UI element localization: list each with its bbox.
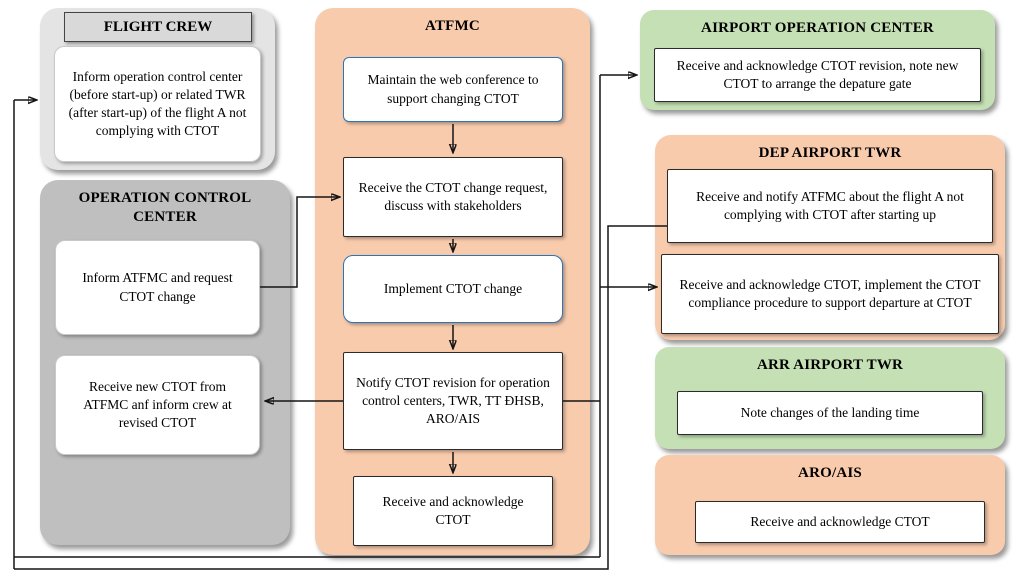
operation-control-center-group: OPERATION CONTROL CENTER Inform ATFMC an… (40, 180, 290, 545)
atfmc-title: ATFMC (425, 18, 480, 34)
flight-crew-title: FLIGHT CREW (64, 12, 252, 42)
atfmc-receive-request-box: Receive the CTOT change request, discuss… (343, 157, 563, 237)
atfmc-web-conference-box: Maintain the web conference to support c… (343, 57, 563, 122)
occ-receive-new-ctot-box: Receive new CTOT from ATFMC anf inform c… (55, 355, 260, 455)
operation-control-center-title: OPERATION CONTROL CENTER (78, 190, 252, 225)
dep-twr-notify-atfmc-box: Receive and notify ATFMC about the fligh… (667, 169, 993, 243)
airport-operation-center-group: AIRPORT OPERATION CENTER Receive and ack… (640, 10, 995, 110)
atfmc-receive-acknowledge-box: Receive and acknowledge CTOT (353, 476, 553, 546)
arr-twr-landing-time-box: Note changes of the landing time (677, 391, 983, 435)
aro-ais-title: ARO/AIS (798, 465, 862, 481)
aro-ais-group: ARO/AIS Receive and acknowledge CTOT (655, 455, 1005, 555)
arr-airport-twr-group: ARR AIRPORT TWR Note changes of the land… (655, 347, 1005, 449)
atfmc-notify-revision-box: Notify CTOT revision for operation contr… (343, 352, 563, 450)
atfmc-group: ATFMC Maintain the web conference to sup… (315, 8, 590, 555)
airport-operation-center-title: AIRPORT OPERATION CENTER (701, 20, 934, 36)
flight-crew-box: Inform operation control center (before … (54, 46, 261, 162)
dep-airport-twr-title: DEP AIRPORT TWR (758, 145, 902, 161)
dep-airport-twr-group: DEP AIRPORT TWR Receive and notify ATFMC… (655, 135, 1005, 340)
occ-inform-atfmc-box: Inform ATFMC and request CTOT change (55, 240, 260, 335)
aro-ais-receive-ctot-box: Receive and acknowledge CTOT (695, 501, 985, 543)
flight-crew-group: FLIGHT CREW Inform operation control cen… (40, 8, 275, 170)
dep-twr-receive-ctot-box: Receive and acknowledge CTOT, implement … (661, 254, 999, 334)
atfmc-implement-change-box: Implement CTOT change (343, 255, 563, 323)
arr-airport-twr-title: ARR AIRPORT TWR (756, 357, 904, 373)
aoc-receive-revision-box: Receive and acknowledge CTOT revision, n… (654, 48, 981, 102)
